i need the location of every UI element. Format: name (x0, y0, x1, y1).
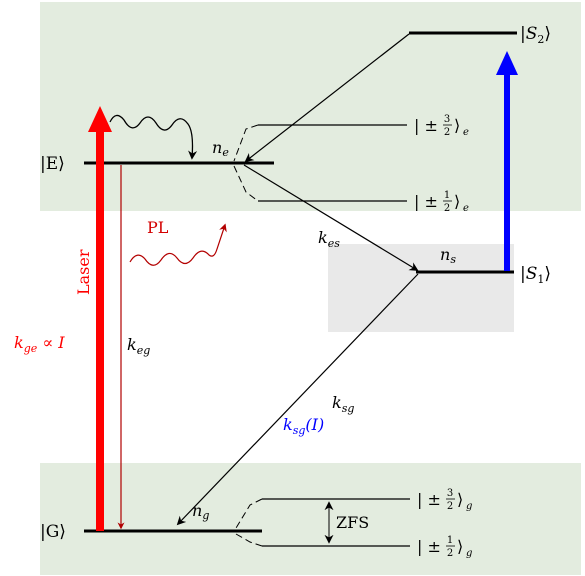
pl-label: PL (147, 218, 169, 237)
frac-num: 1 (447, 535, 453, 546)
sublevel-g-one-half-label: | ± 1 2 ⟩ g (417, 535, 472, 559)
frac-num: 3 (447, 488, 453, 499)
pm-symbol: | ± (414, 116, 438, 135)
split-dash-g-lower (235, 533, 263, 547)
arrow-s2-to-e (244, 33, 410, 163)
sublevel-e-three-halves-label: | ± 3 2 ⟩ e (414, 114, 469, 138)
laser-arrowhead (88, 106, 112, 132)
rate-k-sg-of-i-label: ksg(I) (283, 415, 324, 437)
rangle: ⟩ (454, 116, 460, 135)
frac-den: 2 (444, 127, 450, 138)
pop-ne-label: ne (212, 138, 229, 159)
blue-pump-arrowhead (496, 51, 518, 75)
rangle: ⟩ (457, 490, 463, 509)
sub-e: e (463, 203, 469, 214)
sublevel-g-three-halves-label: | ± 3 2 ⟩ g (417, 488, 472, 512)
rate-k-eg-label: keg (127, 335, 150, 357)
frac-den: 2 (447, 548, 453, 559)
arrow-s1-to-g (176, 273, 419, 526)
excited-state-band (40, 2, 581, 211)
arrow-wavy-relaxation (109, 114, 198, 160)
arrow-e-to-s1 (243, 164, 419, 271)
sub-e: e (463, 127, 469, 138)
state-s2-label: |S2⟩ (520, 24, 551, 46)
rate-k-es-label: kes (318, 228, 340, 250)
pm-symbol: | ± (414, 192, 438, 211)
rate-k-sg-label: ksg (332, 393, 354, 415)
frac-den: 2 (447, 501, 453, 512)
split-dash-e-upper (233, 124, 259, 162)
rangle: ⟩ (457, 537, 463, 556)
state-e-label: |E⟩ (40, 154, 65, 174)
pop-ng-label: ng (192, 501, 209, 522)
pm-symbol: | ± (417, 490, 441, 509)
frac-num: 3 (444, 114, 450, 125)
pl-wavy-arrow (129, 223, 227, 266)
frac-num: 1 (444, 190, 450, 201)
frac-den: 2 (444, 203, 450, 214)
split-dash-g-upper (235, 498, 263, 529)
sublevel-e-one-half-label: | ± 1 2 ⟩ e (414, 190, 469, 214)
state-g-label: |G⟩ (40, 522, 66, 542)
laser-label: Laser (74, 249, 93, 295)
sub-g: g (466, 548, 472, 559)
ground-state-band (40, 463, 581, 575)
pm-symbol: | ± (417, 537, 441, 556)
pop-ns-label: ns (440, 245, 456, 266)
rangle: ⟩ (454, 192, 460, 211)
zfs-label: ZFS (336, 513, 369, 532)
split-dash-e-lower (233, 165, 259, 202)
rate-k-ge-label: kge ∝ I (14, 333, 65, 355)
singlet-box (328, 244, 514, 332)
state-s1-label: |S1⟩ (520, 264, 551, 286)
sub-g: g (466, 501, 472, 512)
